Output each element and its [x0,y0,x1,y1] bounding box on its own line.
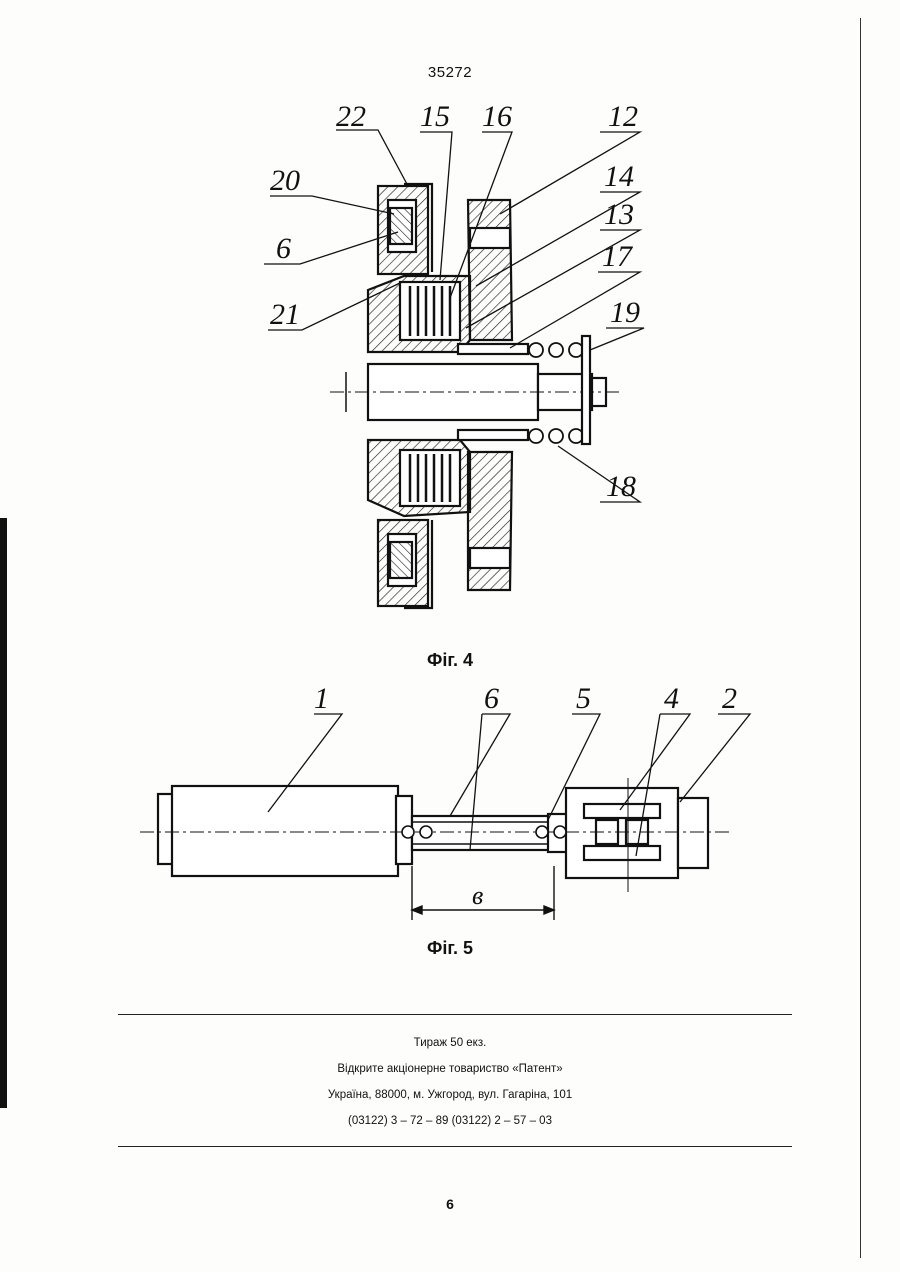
imprint-phones: (03122) 3 – 72 – 89 (03122) 2 – 57 – 03 [0,1108,900,1134]
dimension-label-b: в [472,881,483,910]
figure-5-caption: Фіг. 5 [0,938,900,959]
imprint-address: Україна, 88000, м. Ужгород, вул. Гагарін… [0,1082,900,1108]
imprint-publisher: Відкрите акціонерне товариство «Патент» [0,1056,900,1082]
label-1: 1 [314,682,329,715]
motor-body [172,786,398,876]
imprint-top-rule [118,1014,792,1015]
label-4: 4 [664,682,679,715]
figure-5-drawing: 1 6 5 4 2 в [0,0,900,960]
page-number: 6 [0,1196,900,1212]
label-6-fig5: 6 [484,682,499,715]
imprint-bottom-rule [118,1146,792,1147]
gearbox-body [566,788,678,878]
label-5: 5 [576,682,591,715]
imprint-circulation: Тираж 50 екз. [0,1030,900,1056]
label-2: 2 [722,682,737,715]
imprint-block: Тираж 50 екз. Відкрите акціонерне товари… [0,1030,900,1134]
